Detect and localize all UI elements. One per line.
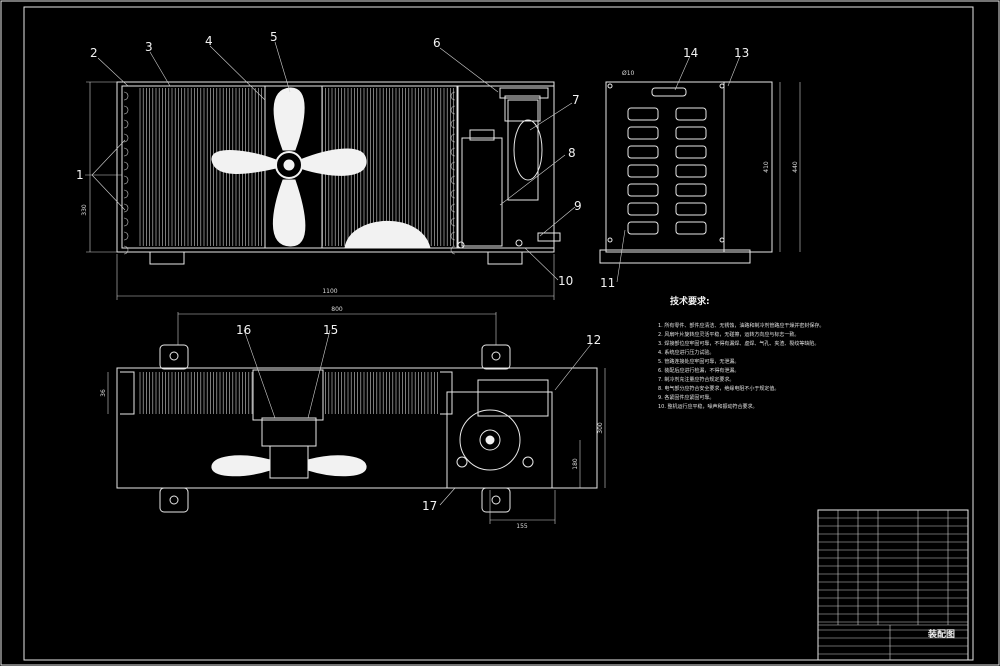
dim-plan-depth: 300 [597, 422, 604, 434]
tech-req-1: 1. 所有零件、部件应清洁、无锈蚀，油路和制冷剂管路应干燥并密封保存。 [658, 322, 824, 329]
label-6: 6 [433, 36, 441, 50]
leader-lines [85, 41, 741, 506]
side-view [599, 81, 801, 264]
label-4: 4 [205, 34, 213, 48]
label-9: 9 [574, 199, 582, 213]
label-17: 17 [422, 499, 437, 513]
tech-req-9: 9. 各紧固件应紧固可靠。 [658, 394, 714, 401]
tech-req-4: 4. 系统应进行压力试验。 [658, 349, 714, 356]
dim-side-inner: 410 [763, 161, 770, 173]
label-3: 3 [145, 40, 153, 54]
inner-border [23, 6, 974, 661]
label-14: 14 [683, 46, 698, 60]
label-13: 13 [734, 46, 749, 60]
dim-side-outer: 440 [792, 161, 799, 173]
label-10: 10 [558, 274, 573, 288]
label-2: 2 [90, 46, 98, 60]
tech-req-7: 7. 制冷剂充注量应符合规定要求。 [658, 376, 734, 383]
dim-mount-span: 800 [331, 306, 343, 313]
dim-side-top: Ø10 [622, 70, 635, 77]
tech-req-8: 8. 电气部分应符合安全要求，绝缘电阻不小于规定值。 [658, 385, 779, 392]
tech-req-2: 2. 风扇叶片旋转应灵活平稳，无碰擦，运转方向应与标志一致。 [658, 331, 799, 338]
tech-requirements-title: 技术要求: [670, 295, 710, 307]
front-view [86, 81, 561, 300]
dim-compressor-w: 155 [516, 523, 528, 530]
label-16: 16 [236, 323, 251, 337]
drawing-name: 装配图 [927, 628, 955, 640]
label-7: 7 [572, 93, 580, 107]
dim-plan-left: 36 [100, 389, 107, 397]
dim-front-height: 330 [81, 204, 88, 216]
label-1: 1 [76, 168, 84, 182]
plan-view [107, 312, 606, 524]
label-5: 5 [270, 30, 278, 44]
tech-req-3: 3. 焊接部位应牢固可靠，不得有漏焊、虚焊、气孔、夹渣、裂纹等缺陷。 [658, 340, 819, 347]
label-11: 11 [600, 276, 615, 290]
dim-overall-width: 1100 [322, 288, 337, 295]
tech-requirements: 技术要求: 1. 所有零件、部件应清洁、无锈蚀，油路和制冷剂管路应干燥并密封保存… [658, 295, 824, 410]
label-8: 8 [568, 146, 576, 160]
label-15: 15 [323, 323, 338, 337]
title-block: 装配图 [817, 509, 969, 661]
tech-req-6: 6. 装配后应进行检漏，不得有泄漏。 [658, 367, 739, 374]
fan-blades [211, 87, 367, 247]
label-12: 12 [586, 333, 601, 347]
dim-compressor-h: 180 [572, 458, 579, 470]
tech-req-10: 10. 整机运行应平稳，噪声和振动符合要求。 [658, 403, 758, 410]
tech-req-5: 5. 管路连接处应牢固可靠，无泄漏。 [658, 358, 739, 365]
